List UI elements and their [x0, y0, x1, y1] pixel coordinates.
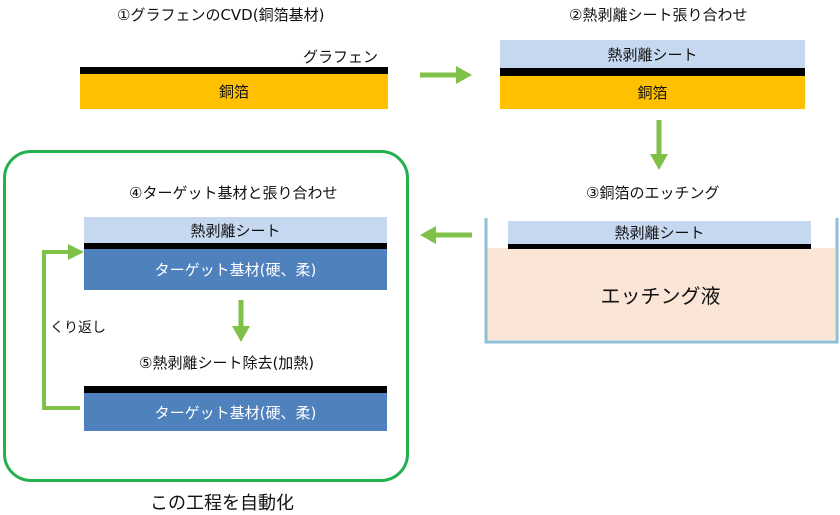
arrow-step2-to-step3 — [650, 120, 668, 170]
step2-graphene-layer — [500, 68, 805, 76]
step3-release-sheet: 熱剥離シート — [508, 221, 811, 244]
step5-graphene-layer — [84, 386, 387, 393]
step5-title: ⑤熱剥離シート除去(加熱) — [139, 354, 315, 372]
step2-foil-label: 銅箔 — [637, 84, 668, 102]
etching-liquid-label: エッチング液 — [600, 283, 721, 308]
automation-frame — [3, 150, 409, 482]
repeat-loop-arrow — [42, 244, 84, 410]
arrow-step3-to-step4 — [420, 226, 472, 244]
step1-copper-foil: 銅箔 — [80, 74, 388, 109]
step4-graphene-layer — [84, 243, 387, 249]
step3-title: ③銅箔のエッチング — [586, 184, 720, 202]
step2-sheet-label: 熱剥離シート — [607, 45, 698, 64]
graphene-label: グラフェン — [303, 48, 379, 66]
arrow-step4-to-step5 — [232, 300, 250, 342]
step3-graphene-layer — [508, 244, 811, 249]
step5-target-substrate: ターゲット基材(硬、柔) — [84, 393, 387, 431]
step5-substrate-label: ターゲット基材(硬、柔) — [154, 403, 317, 422]
step4-substrate-label: ターゲット基材(硬、柔) — [154, 261, 317, 279]
step2-title: ②熱剥離シート張り合わせ — [569, 6, 748, 24]
step2-copper-foil: 銅箔 — [500, 76, 805, 109]
step1-foil-label: 銅箔 — [218, 83, 249, 101]
step4-title: ④ターゲット基材と張り合わせ — [129, 184, 338, 202]
step4-release-sheet: 熱剥離シート — [84, 217, 387, 243]
step1-title: ①グラフェンのCVD(銅箔基材) — [117, 6, 325, 24]
etching-tank — [484, 218, 839, 344]
repeat-label: くり返し — [50, 320, 106, 336]
step2-release-sheet: 熱剥離シート — [500, 40, 805, 68]
step3-sheet-label: 熱剥離シート — [614, 224, 705, 242]
automation-caption: この工程を自動化 — [150, 493, 294, 514]
step4-target-substrate: ターゲット基材(硬、柔) — [84, 249, 387, 290]
etching-liquid: エッチング液 — [486, 248, 835, 340]
step1-graphene-layer — [80, 67, 388, 74]
arrow-step1-to-step2 — [420, 66, 472, 84]
step4-sheet-label: 熱剥離シート — [190, 221, 281, 240]
